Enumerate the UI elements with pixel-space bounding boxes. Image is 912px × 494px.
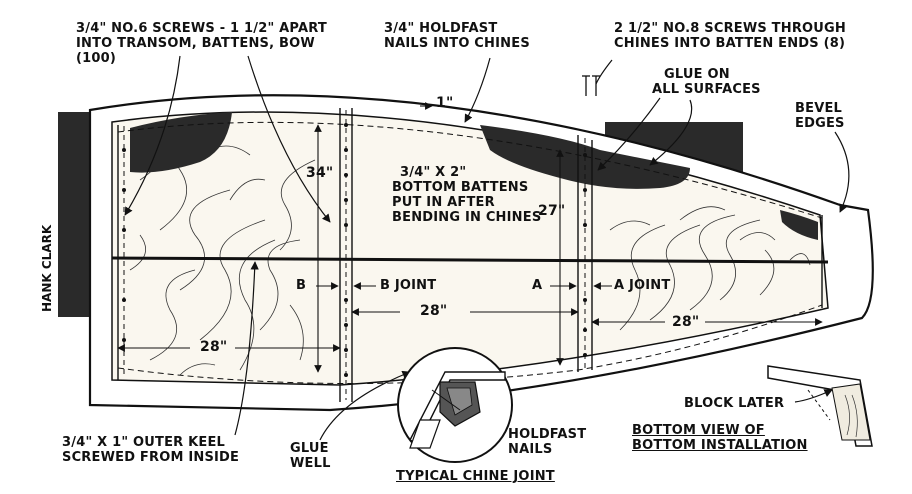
bow-dark-opening <box>780 210 818 240</box>
holdfast-top-line1: 3/4" HOLDFAST <box>384 21 498 36</box>
dim-1in: 1" <box>436 95 454 111</box>
holdfast-top-line2: NAILS INTO CHINES <box>384 36 530 51</box>
dimension-lines <box>117 102 823 373</box>
battens <box>117 108 823 402</box>
typical-chine-caption: TYPICAL CHINE JOINT <box>396 469 555 484</box>
battens-note-line4: BENDING IN CHINES <box>392 210 542 225</box>
joint-b-label: B JOINT <box>380 278 437 293</box>
dim-27in: 27" <box>538 203 566 219</box>
bottom-view-line1: BOTTOM VIEW OF <box>632 423 765 438</box>
battens-note-line2: BOTTOM BATTENS <box>392 180 529 195</box>
left-dark-opening <box>130 112 232 173</box>
joint-a-label: A JOINT <box>614 278 671 293</box>
dim-34in: 34" <box>306 165 334 181</box>
dim-28in-center: 28" <box>420 303 448 319</box>
screws-note-line3: (100) <box>76 51 117 66</box>
battens-note-line3: PUT IN AFTER <box>392 195 495 210</box>
holdfast-bottom-line2: NAILS <box>508 442 553 457</box>
glue-note-line2: ALL SURFACES <box>652 82 761 97</box>
chine-edge-bottom <box>117 304 823 384</box>
leader-lines <box>124 55 850 441</box>
joint-b-letter: B <box>296 278 307 293</box>
bevel-note-line1: BEVEL <box>795 101 843 116</box>
joint-a-letter: A <box>532 278 543 293</box>
screws8-note-line1: 2 1/2" NO.8 SCREWS THROUGH <box>614 21 847 36</box>
chine-joint-detail <box>397 347 513 463</box>
artist-signature: HANK CLARK <box>40 224 54 312</box>
battens-note-line1: 3/4" X 2" <box>400 165 467 180</box>
holdfast-bottom-line1: HOLDFAST <box>508 427 587 442</box>
screws8-note-line2: CHINES INTO BATTEN ENDS (8) <box>614 36 846 51</box>
block-later-label: BLOCK LATER <box>684 396 785 411</box>
screws-note-line1: 3/4" NO.6 SCREWS - 1 1/2" APART <box>76 21 327 36</box>
glue-note-line1: GLUE ON <box>664 67 730 82</box>
glue-well-line1: GLUE <box>290 441 329 456</box>
glue-well-line2: WELL <box>290 456 331 471</box>
screw-detail <box>582 75 600 96</box>
keel-line <box>111 256 829 264</box>
transom-block-shadow <box>58 112 90 317</box>
bottom-view-line2: BOTTOM INSTALLATION <box>632 438 808 453</box>
keel-note-line1: 3/4" X 1" OUTER KEEL <box>62 435 226 450</box>
bow-detail <box>767 365 873 447</box>
dim-28in-left: 28" <box>200 339 228 355</box>
screw-dots <box>122 123 587 377</box>
dim-28in-right: 28" <box>672 314 700 330</box>
keel-note-line2: SCREWED FROM INSIDE <box>62 450 240 465</box>
bevel-note-line2: EDGES <box>795 116 845 131</box>
screws-note-line2: INTO TRANSOM, BATTENS, BOW <box>76 36 315 51</box>
